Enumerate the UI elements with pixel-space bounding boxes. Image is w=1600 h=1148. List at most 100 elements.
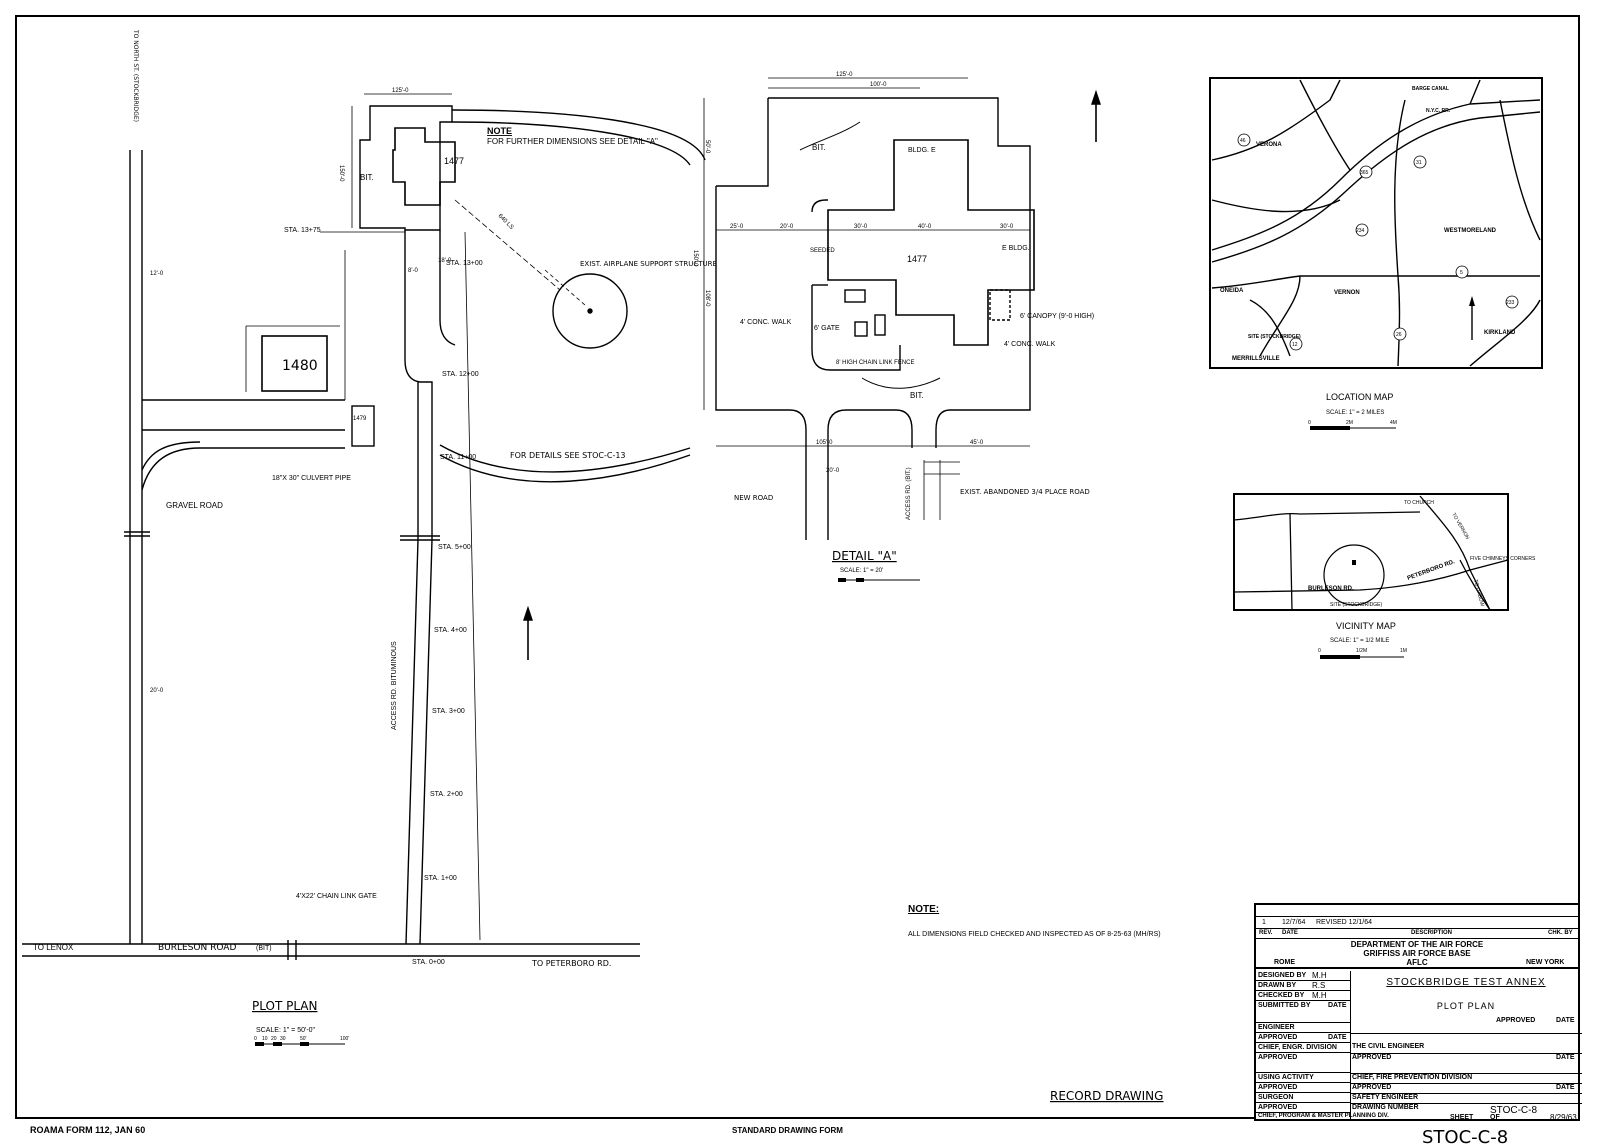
detail-access-road: ACCESS RD. (BIT.) xyxy=(906,467,912,520)
plot-plan-title: PLOT PLAN SCALE: 1" = 50'-0" 0 10 20 30 … xyxy=(252,999,349,1046)
date-right-3: DATE xyxy=(1556,1084,1575,1091)
vic-five-chimneys: FIVE CHIMNEYS CORNERS xyxy=(1470,556,1536,562)
gravel-road-label: GRAVEL ROAD xyxy=(166,501,223,510)
general-note-title: NOTE: xyxy=(908,904,939,915)
col-date: DATE xyxy=(1282,930,1298,936)
chain-gate-label: 4'X22' CHAIN LINK GATE xyxy=(296,893,377,900)
approved-right-3: APPROVED xyxy=(1352,1084,1392,1091)
detail-dim-30a: 30'-0 xyxy=(854,224,868,230)
note-text: FOR FURTHER DIMENSIONS SEE DETAIL "A" xyxy=(487,137,658,146)
vic-to-church: TO CHURCH xyxy=(1404,500,1434,506)
plot-scale-tick-1: 10 xyxy=(262,1036,268,1042)
detail-bit-top: BIT. xyxy=(812,143,826,152)
plot-scale-tick-0: 0 xyxy=(254,1036,257,1042)
detail-abandoned: EXIST. ABANDONED 3/4 PLACE ROAD xyxy=(960,488,1090,496)
detail-walk-left: 4' CONC. WALK xyxy=(740,319,792,326)
detail-dim-20: 20'-0 xyxy=(780,224,794,230)
surgeon-label: SURGEON xyxy=(1258,1094,1294,1101)
drawn-by-label: DRAWN BY xyxy=(1258,982,1297,989)
safety-label: SAFETY ENGINEER xyxy=(1352,1094,1418,1101)
drawing-number-large: STOC-C-8 xyxy=(1422,1127,1508,1148)
civil-engineer-label: THE CIVIL ENGINEER xyxy=(1352,1043,1425,1050)
for-details-label: FOR DETAILS SEE STOC-C-13 xyxy=(510,451,626,460)
dim-12: 12'-0 xyxy=(150,271,164,277)
detail-dim-25: 25'-0 xyxy=(730,224,744,230)
revision-date: 12/7/64 xyxy=(1282,919,1306,926)
checked-by-label: CHECKED BY xyxy=(1258,992,1305,999)
detail-dim-150: 150'-0 xyxy=(692,250,698,267)
sheet-label: SHEET xyxy=(1450,1114,1474,1121)
revision-symbol: 1 xyxy=(1262,919,1266,926)
station-13-75: STA. 13+75 xyxy=(284,227,321,234)
vic-scale-tick-2: 1M xyxy=(1400,648,1407,654)
drawing-number-value: STOC-C-8 xyxy=(1490,1105,1538,1116)
revision-row: 1 12/7/64 REVISED 12/1/64 xyxy=(1256,917,1578,929)
footer-standard: STANDARD DRAWING FORM xyxy=(732,1126,843,1135)
to-north-label: TO NORTH ST. (STOCKBRIDGE) xyxy=(132,29,139,122)
approved-label-4: APPROVED xyxy=(1258,1104,1298,1111)
plot-scale-tick-4: 50' xyxy=(300,1036,307,1042)
plot-scale-tick-5: 100' xyxy=(340,1036,349,1042)
route-12: 12 xyxy=(1292,342,1298,348)
col-description: DESCRIPTION xyxy=(1411,930,1453,936)
plot-scale-tick-2: 20 xyxy=(271,1036,277,1042)
vic-scale-tick-0: 0 xyxy=(1318,648,1321,654)
surgeon-row: SURGEON xyxy=(1256,1093,1350,1103)
detail-seeded: SEEDED xyxy=(810,248,835,254)
detail-dim-30b: 30'-0 xyxy=(1000,224,1014,230)
date-right-2: DATE xyxy=(1556,1054,1575,1061)
station-5: STA. 5+00 xyxy=(438,544,471,551)
date-right-1: DATE xyxy=(1556,1017,1575,1024)
vicinity-map: BURLESON RD. PETERBORO RD. TO VERNON TO … xyxy=(1233,493,1536,659)
loc-westmoreland: WESTMORELAND xyxy=(1444,228,1497,234)
vic-site: SITE (STOCKBRIDGE) xyxy=(1330,602,1382,608)
station-3: STA. 3+00 xyxy=(432,708,465,715)
dim-150: 150'-0 xyxy=(338,165,344,182)
submitted-date-label: DATE xyxy=(1328,1002,1347,1009)
detail-dim-125: 125'-0 xyxy=(836,72,853,78)
approved-row-2: APPROVED xyxy=(1256,1053,1350,1073)
loc-vernon: VERNON xyxy=(1334,290,1360,296)
of-label: OF xyxy=(1490,1114,1500,1121)
dim-18: 18'-0 xyxy=(438,258,452,264)
vicinity-map-title: VICINITY MAP xyxy=(1336,621,1396,631)
city-name: ROME xyxy=(1274,959,1295,966)
designed-by-value: M.H xyxy=(1312,971,1327,980)
approved-label-3: APPROVED xyxy=(1258,1084,1298,1091)
sheet-date: 8/29/63 xyxy=(1550,1113,1577,1122)
bit-label: BIT. xyxy=(360,173,374,182)
station-0: STA. 0+00 xyxy=(412,959,445,966)
vicinity-map-frame xyxy=(1233,493,1509,611)
chief-engr-label: CHIEF, ENGR. DIVISION xyxy=(1258,1044,1337,1051)
using-activity-label: USING ACTIVITY xyxy=(1258,1074,1314,1081)
base-name: GRIFFISS AIR FORCE BASE xyxy=(1363,949,1471,958)
route-26: 26 xyxy=(1396,332,1402,338)
plot-plan-scale-text: SCALE: 1" = 50'-0" xyxy=(256,1027,316,1034)
col-checked-by: CHK. BY xyxy=(1548,930,1573,936)
detail-a xyxy=(703,77,1101,540)
detail-a-title: DETAIL "A" xyxy=(832,549,897,563)
location-map: VERONA WESTMORELAND ONEIDA VERNON KIRKLA… xyxy=(1209,77,1543,430)
to-lenox-label: TO LENOX xyxy=(33,943,74,952)
project-name: STOCKBRIDGE TEST ANNEX xyxy=(1386,977,1546,988)
plot-plan-title-text: PLOT PLAN xyxy=(252,999,317,1013)
record-drawing-stamp: RECORD DRAWING xyxy=(1050,1089,1163,1103)
loc-verona: VERONA xyxy=(1256,142,1282,148)
approved-label-1: APPROVED xyxy=(1258,1034,1298,1041)
loc-oneida: ONEIDA xyxy=(1220,288,1244,294)
vic-burleson: BURLESON RD. xyxy=(1308,586,1354,592)
detail-dim-100: 100'-0 xyxy=(870,82,887,88)
approved-row-3: APPROVED xyxy=(1256,1083,1350,1093)
plot-scale-tick-3: 30 xyxy=(280,1036,286,1042)
station-2: STA. 2+00 xyxy=(430,791,463,798)
station-4: STA. 4+00 xyxy=(434,627,467,634)
sheet-border xyxy=(15,15,1580,1119)
location-map-frame xyxy=(1209,77,1543,369)
checked-by-value: M.H xyxy=(1312,991,1327,1000)
approved-label-2: APPROVED xyxy=(1258,1054,1298,1061)
